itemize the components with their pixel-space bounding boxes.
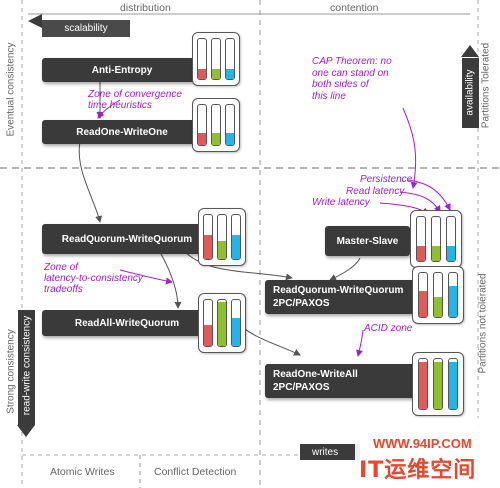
gauge-fill-persistence	[232, 318, 240, 346]
gauge-cylinder-persistence	[225, 104, 235, 146]
scalability-arrow-icon	[28, 14, 42, 28]
gauge-fill-read-latency	[419, 290, 427, 317]
rowa-2pc-line1: ReadOne-WriteAll	[273, 369, 358, 380]
convergence-line-1: Zone of convergence	[88, 89, 182, 100]
master-slave-label: Master-Slave	[336, 235, 399, 247]
note-write-latency: Write latency	[312, 197, 370, 208]
gauge-fill-write-latency	[434, 297, 442, 317]
note-read-latency: Read latency	[346, 186, 405, 197]
availability-tab: availability	[462, 58, 479, 128]
rowa-2pc-line2: 2PC/PAXOS	[273, 382, 330, 393]
scalability-tab: scalability	[42, 20, 130, 37]
watermark-url: WWW.94IP.COM	[373, 436, 472, 451]
gauge-cylinder-persistence	[446, 216, 456, 262]
cap-line-1: CAP Theorem: no	[312, 56, 392, 67]
box-readall-writequorum: ReadAll-WriteQuorum	[42, 310, 212, 336]
gauge-fill-read-latency	[198, 133, 206, 145]
gauge-fill-write-latency	[218, 241, 226, 259]
gauge-fill-write-latency	[434, 361, 442, 409]
box-anti-entropy: Anti-Entropy	[42, 58, 202, 82]
watermark-brand: IT运维空间	[359, 458, 477, 483]
gauge-cylinder-read-latency	[203, 299, 213, 347]
gauge-fill-write-latency	[218, 302, 226, 346]
writes-label: writes	[312, 446, 339, 458]
box-readquorum-writequorum-2pc: ReadQuorum-WriteQuorum 2PC/PAXOS	[265, 280, 425, 314]
tradeoffs-line-3: tradeoffs	[44, 284, 83, 295]
gauge-fill-write-latency	[212, 133, 220, 145]
header-contention: contention	[330, 2, 379, 14]
gauge-cylinder-persistence	[231, 299, 241, 347]
box-readquorum-writequorum: ReadQuorum-WriteQuorum	[42, 224, 212, 254]
gauge-icon-master-slave	[410, 210, 462, 268]
box-master-slave: Master-Slave	[325, 226, 410, 256]
read-write-down-arrow-icon	[17, 425, 35, 437]
box-readone-writeone: ReadOne-WriteOne	[42, 120, 202, 144]
header-distribution: distribution	[120, 2, 171, 14]
anti-entropy-label: Anti-Entropy	[91, 64, 153, 76]
readall-writequorum-label: ReadAll-WriteQuorum	[74, 317, 180, 329]
gauge-fill-persistence	[447, 245, 455, 261]
gauge-icon-readone-writeone	[192, 98, 240, 152]
gauge-fill-read-latency	[419, 361, 427, 409]
readone-writeone-label: ReadOne-WriteOne	[76, 126, 168, 138]
gauge-cylinder-persistence	[231, 214, 241, 260]
note-acid-zone: ACID zone	[364, 323, 413, 334]
gauge-icon-readall-writequorum	[198, 293, 246, 353]
gauge-fill-persistence	[226, 69, 234, 79]
cap-line-3: both sides of	[312, 79, 369, 90]
tradeoffs-line-1: Zone of	[44, 262, 78, 273]
gauge-cylinder-persistence	[448, 358, 458, 410]
gauge-icon-readquorum-writequorum	[198, 208, 246, 266]
gauge-fill-read-latency	[204, 234, 212, 259]
gauge-cylinder-write-latency	[211, 104, 221, 146]
gauge-fill-write-latency	[212, 69, 220, 79]
gauge-fill-persistence	[232, 234, 240, 259]
note-persistence: Persistence	[360, 174, 413, 185]
cap-line-2: one can stand on	[312, 67, 389, 79]
gauge-icon-rowa-2pc	[412, 352, 464, 416]
watermark: WWW.94IP.COM IT运维空间	[355, 418, 500, 488]
note-cap-theorem: CAP Theorem: no one can stand on both si…	[312, 56, 392, 102]
gauge-icon-anti-entropy	[192, 32, 240, 86]
gauge-fill-persistence	[449, 361, 457, 409]
read-write-consistency-tab: read-write consistency	[18, 310, 35, 425]
gauge-cylinder-write-latency	[217, 214, 227, 260]
rqwq-2pc-line2: 2PC/PAXOS	[273, 298, 330, 309]
tradeoffs-line-2: latency-to-consistency	[44, 273, 143, 284]
gauge-cylinder-read-latency	[416, 216, 426, 262]
availability-up-arrow-icon	[461, 45, 479, 57]
header-conflict-detection: Conflict Detection	[154, 466, 237, 478]
gauge-cylinder-read-latency	[197, 38, 207, 80]
gauge-cylinder-write-latency	[217, 299, 227, 347]
gauge-cylinder-write-latency	[211, 38, 221, 80]
gauge-fill-write-latency	[432, 245, 440, 261]
note-convergence-zone: Zone of convergence time heuristics	[88, 89, 182, 111]
note-tradeoffs-zone: Zone of latency-to-consistency tradeoffs	[44, 262, 143, 295]
readquorum-writequorum-label: ReadQuorum-WriteQuorum	[61, 233, 193, 245]
gauge-cylinder-persistence	[225, 38, 235, 80]
gauge-cylinder-read-latency	[197, 104, 207, 146]
gauge-icon-rqwq-2pc	[412, 266, 464, 324]
gauge-cylinder-write-latency	[433, 358, 443, 410]
gauge-cylinder-read-latency	[203, 214, 213, 260]
gauge-fill-read-latency	[204, 325, 212, 346]
gauge-cylinder-read-latency	[418, 272, 428, 318]
box-readone-writeall-2pc: ReadOne-WriteAll 2PC/PAXOS	[265, 364, 425, 398]
gauge-fill-persistence	[226, 133, 234, 145]
gauge-cylinder-write-latency	[431, 216, 441, 262]
scalability-label: scalability	[64, 23, 108, 34]
header-atomic-writes: Atomic Writes	[50, 466, 115, 478]
convergence-line-2: time heuristics	[88, 100, 152, 111]
gauge-fill-read-latency	[417, 245, 425, 261]
rqwq-2pc-line1: ReadQuorum-WriteQuorum	[273, 285, 404, 296]
cap-line-4: this line	[312, 90, 346, 102]
gauge-fill-persistence	[449, 286, 457, 317]
gauge-cylinder-write-latency	[433, 272, 443, 318]
gauge-cylinder-read-latency	[418, 358, 428, 410]
gauge-cylinder-persistence	[448, 272, 458, 318]
writes-tab: writes	[300, 444, 360, 460]
gauge-fill-read-latency	[198, 69, 206, 79]
